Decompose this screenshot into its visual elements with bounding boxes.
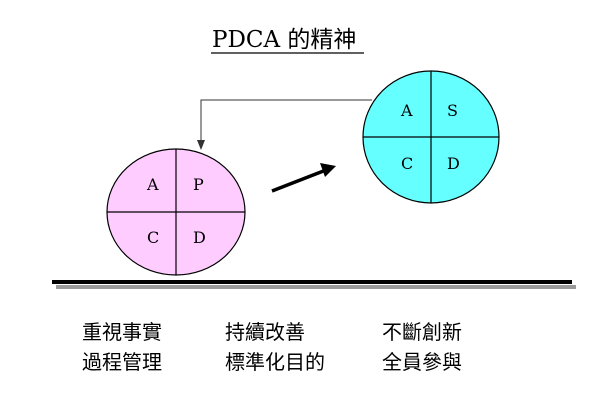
small-quadrant-c: C (147, 228, 159, 247)
feedback-connector (200, 99, 372, 143)
caption-row1-col2: 持續改善 (225, 320, 305, 344)
progress-arrowhead (320, 163, 336, 177)
small-quadrant-a: A (146, 175, 159, 194)
small-pdca-circle: A P C D (106, 148, 246, 276)
caption-row2-col2: 標準化目的 (225, 350, 325, 374)
caption-row2-col1: 過程管理 (82, 350, 162, 374)
small-quadrant-p: P (193, 175, 204, 194)
caption-row2-col3: 全員參與 (382, 350, 462, 374)
progress-arrow-shaft (271, 168, 327, 193)
big-quadrant-s: S (447, 101, 458, 120)
small-quadrant-d: D (193, 228, 206, 247)
page-title: PDCA 的精神 (212, 27, 356, 53)
feedback-arrowhead (197, 140, 205, 150)
caption-row1-col1: 重視事實 (82, 320, 162, 344)
big-pdca-circle: A S C D (362, 70, 500, 204)
big-quadrant-a: A (400, 101, 413, 120)
big-quadrant-d: D (447, 154, 460, 173)
big-quadrant-c: C (401, 154, 413, 173)
caption-row1-col3: 不斷創新 (382, 320, 462, 344)
